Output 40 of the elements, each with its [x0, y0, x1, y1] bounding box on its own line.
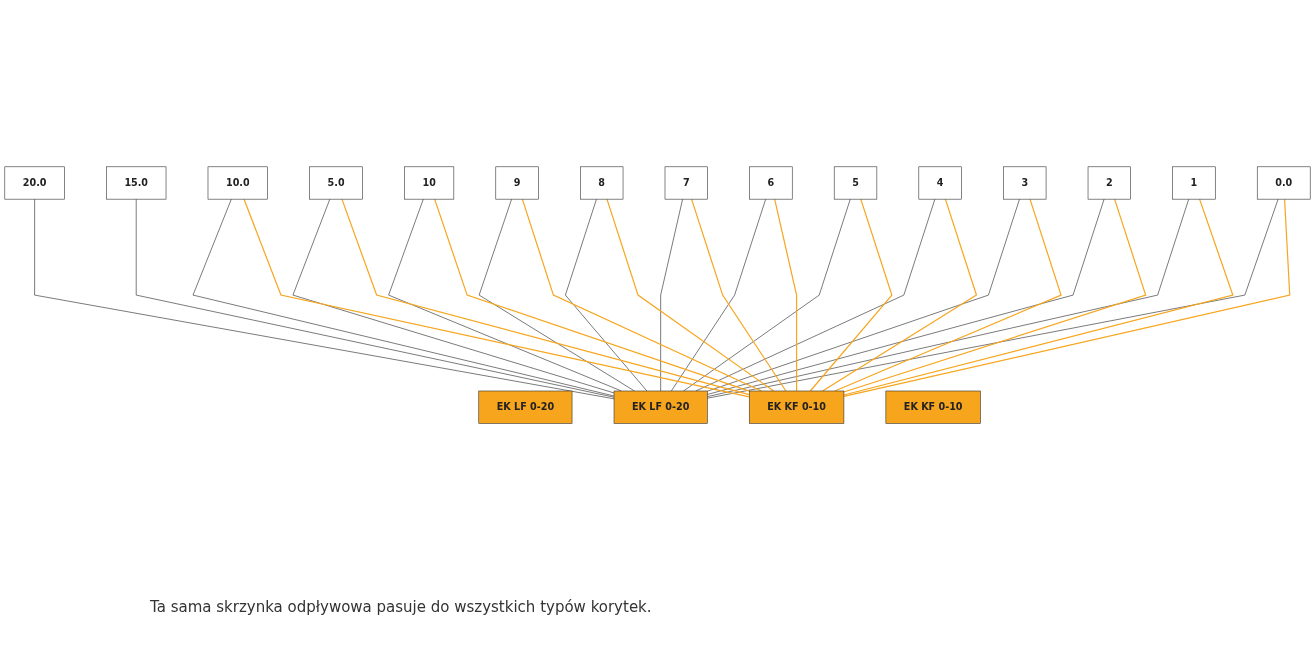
connector [478, 198, 635, 392]
connector [707, 198, 1020, 392]
connector [774, 198, 798, 392]
connector [606, 198, 775, 392]
node-box: 1 [1172, 166, 1216, 200]
node-box: 20.0 [4, 166, 65, 200]
node-box: 10.0 [207, 166, 268, 200]
connector [671, 198, 766, 392]
connector [565, 198, 648, 392]
connector [292, 198, 615, 394]
connector [843, 198, 1147, 393]
node-box: 10 [404, 166, 455, 200]
connector [821, 198, 978, 392]
node-box: 2 [1087, 166, 1131, 200]
node-box: 6 [749, 166, 793, 200]
note-text: Ta sama skrzynka odpływowa pasuje do wszystkich typów korytek. [150, 598, 652, 616]
connector [434, 198, 750, 392]
connector [809, 198, 893, 392]
connector [707, 198, 1105, 395]
node-box: 5.0 [309, 166, 363, 200]
connector [707, 198, 1279, 399]
node-box: 5 [833, 166, 878, 200]
connector [707, 198, 1189, 397]
node-box: EK KF 0-10 [885, 390, 981, 424]
node-box: EK LF 0-20 [478, 390, 573, 424]
connector [34, 198, 615, 400]
connector [690, 198, 787, 392]
node-box: 8 [580, 166, 624, 200]
node-box: 9 [495, 166, 539, 200]
node-box: EK KF 0-10 [748, 390, 845, 424]
connector [683, 198, 851, 392]
connector [660, 198, 683, 392]
node-box: EK LF 0-20 [613, 390, 708, 424]
node-box: 3 [1003, 166, 1047, 200]
node-box: 7 [664, 166, 708, 200]
node-box: 4 [918, 166, 962, 200]
node-box: 15.0 [106, 166, 167, 200]
connector [341, 198, 750, 396]
node-box: 0.0 [1256, 166, 1311, 200]
connector [243, 198, 750, 398]
